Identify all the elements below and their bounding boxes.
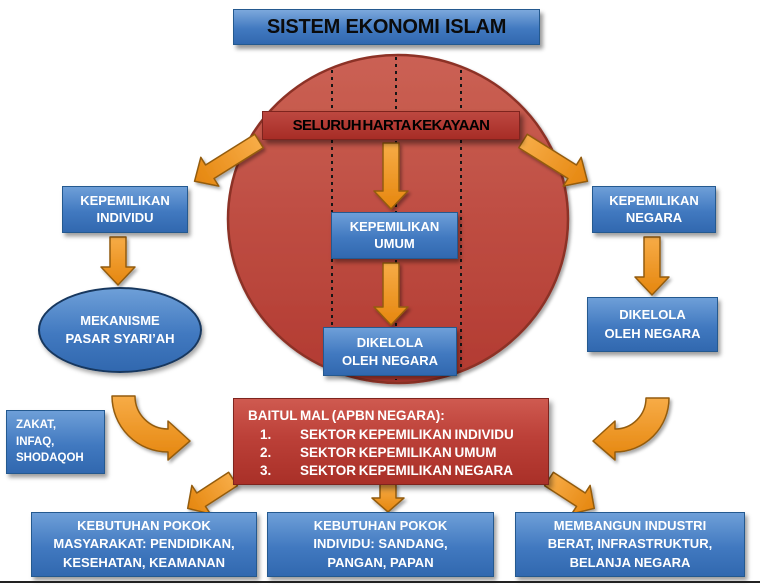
banner-seluruh-harta: SELURUH HARTA KEKAYAAN bbox=[262, 111, 520, 140]
baitul-mal-item: 1. SEKTOR KEPEMILIKAN INDIVIDU bbox=[248, 427, 548, 442]
node-baitul-mal: BAITUL MAL (APBN NEGARA): 1. SEKTOR KEPE… bbox=[233, 398, 549, 485]
baitul-mal-item-number: 3. bbox=[260, 463, 272, 478]
node-dikelola-oleh-negara-right-label: DIKELOLA OLEH NEGARA bbox=[604, 306, 701, 341]
bottom-rule bbox=[0, 581, 760, 583]
node-kepemilikan-negara-label: KEPEMILIKAN NEGARA bbox=[609, 192, 699, 225]
baitul-mal-item-text: SEKTOR KEPEMILIKAN NEGARA bbox=[300, 463, 514, 478]
node-mekanisme-pasar-syariah: MEKANISME PASAR SYARI’AH bbox=[38, 287, 202, 373]
baitul-mal-item: 3. SEKTOR KEPEMILIKAN NEGARA bbox=[248, 463, 548, 478]
node-kebutuhan-pokok-individu-label: KEBUTUHAN POKOK INDIVIDU: SANDANG, PANGA… bbox=[313, 518, 448, 570]
node-kebutuhan-pokok-masyarakat: KEBUTUHAN POKOK MASYARAKAT: PENDIDIKAN, … bbox=[31, 512, 257, 577]
banner-seluruh-harta-label: SELURUH HARTA KEKAYAAN bbox=[292, 117, 490, 134]
node-zakat-infaq-shodaqoh-label: ZAKAT, INFAQ, SHODAQOH bbox=[16, 418, 84, 465]
node-mekanisme-pasar-syariah-label: MEKANISME PASAR SYARI’AH bbox=[65, 312, 175, 346]
node-kepemilikan-umum: KEPEMILIKAN UMUM bbox=[331, 212, 458, 259]
node-kepemilikan-individu: KEPEMILIKAN INDIVIDU bbox=[62, 186, 188, 233]
node-kepemilikan-individu-label: KEPEMILIKAN INDIVIDU bbox=[80, 192, 170, 225]
baitul-mal-item-number: 1. bbox=[260, 427, 272, 442]
arrow-harta-to-individu-icon bbox=[193, 133, 264, 187]
node-membangun-industri: MEMBANGUN INDUSTRI BERAT, INFRASTRUKTUR,… bbox=[515, 512, 745, 577]
node-kepemilikan-umum-label: KEPEMILIKAN UMUM bbox=[349, 218, 440, 251]
node-membangun-industri-label: MEMBANGUN INDUSTRI BERAT, INFRASTRUKTUR,… bbox=[547, 518, 713, 570]
page-title-label: SISTEM EKONOMI ISLAM bbox=[266, 15, 507, 38]
arrow-curved-dikelola-to-baitulmal-icon bbox=[592, 397, 670, 461]
node-kepemilikan-negara: KEPEMILIKAN NEGARA bbox=[592, 186, 716, 233]
node-dikelola-oleh-negara-center: DIKELOLA OLEH NEGARA bbox=[323, 327, 457, 376]
node-dikelola-oleh-negara-right: DIKELOLA OLEH NEGARA bbox=[587, 297, 718, 352]
baitul-mal-item-text: SEKTOR KEPEMILIKAN UMUM bbox=[300, 445, 497, 460]
arrow-baitulmal-to-masyarakat-icon bbox=[186, 471, 239, 515]
node-dikelola-oleh-negara-center-label: DIKELOLA OLEH NEGARA bbox=[341, 334, 439, 368]
arrow-harta-to-negara-icon bbox=[518, 133, 589, 187]
page-title: SISTEM EKONOMI ISLAM bbox=[233, 9, 540, 45]
arrow-curved-mekanisme-to-baitulmal-icon bbox=[111, 395, 191, 461]
arrow-baitulmal-to-individu-needs-icon bbox=[371, 483, 405, 513]
baitul-mal-item: 2. SEKTOR KEPEMILIKAN UMUM bbox=[248, 445, 548, 460]
node-zakat-infaq-shodaqoh: ZAKAT, INFAQ, SHODAQOH bbox=[6, 410, 105, 474]
arrow-individu-to-mekanisme-icon bbox=[100, 236, 136, 286]
baitul-mal-heading: BAITUL MAL (APBN NEGARA): bbox=[248, 408, 445, 423]
arrow-harta-to-umum-icon bbox=[373, 142, 409, 210]
node-kebutuhan-pokok-individu: KEBUTUHAN POKOK INDIVIDU: SANDANG, PANGA… bbox=[267, 512, 494, 577]
arrow-negara-to-dikelola-icon bbox=[634, 236, 670, 296]
arrow-umum-to-dikelola-icon bbox=[373, 262, 409, 326]
baitul-mal-item-text: SEKTOR KEPEMILIKAN INDIVIDU bbox=[300, 427, 514, 442]
node-kebutuhan-pokok-masyarakat-label: KEBUTUHAN POKOK MASYARAKAT: PENDIDIKAN, … bbox=[53, 518, 235, 570]
baitul-mal-item-number: 2. bbox=[260, 445, 272, 460]
arrow-baitulmal-to-industri-icon bbox=[543, 471, 596, 515]
